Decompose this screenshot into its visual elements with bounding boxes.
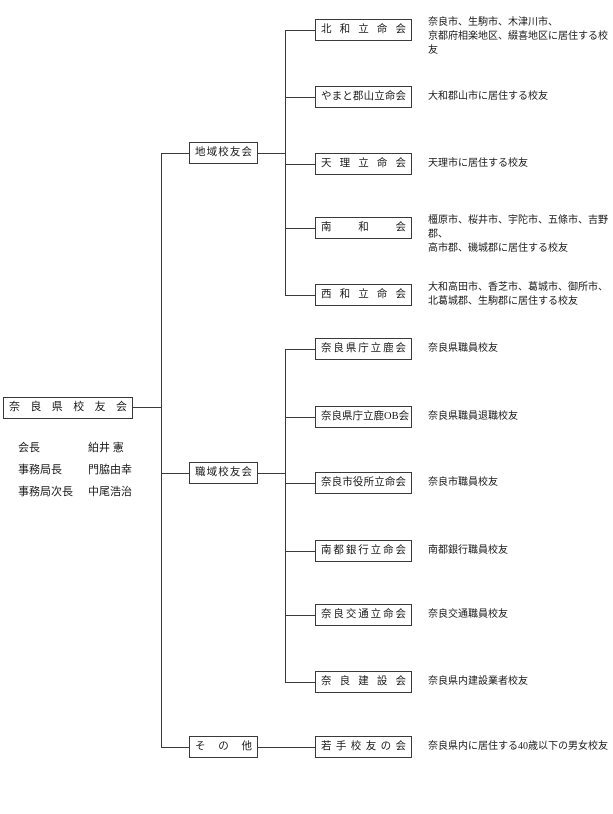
leaf-desc-nanwa: 橿原市、桜井市、宇陀市、五條市、吉野郡、 高市郡、磯城郡に居住する校友: [428, 215, 608, 254]
group-box-occupational: 職域校友会: [189, 462, 258, 484]
officer-row: 事務局長 門脇由幸: [18, 459, 132, 481]
officer-name: 絈井 憲: [88, 442, 124, 454]
connector-occupational-trunk: [285, 349, 286, 683]
connector-leaf-stub: [285, 228, 315, 229]
connector-leaf-stub: [285, 349, 315, 350]
connector-regional-right: [258, 153, 285, 154]
leaf-desc-seiwa: 大和高田市、香芝市、葛城市、御所市、 北葛城郡、生駒郡に居住する校友: [428, 282, 608, 307]
leaf-desc-shiyakusho: 奈良市職員校友: [428, 477, 498, 488]
connector-other-stub: [161, 747, 190, 748]
connector-leaf-stub: [285, 682, 315, 683]
connector-leaf-stub: [285, 30, 315, 31]
officer-title: 会長: [18, 442, 40, 454]
connector-main-trunk: [161, 153, 162, 748]
leaf-box-shiyakusho: 奈良市役所立命会: [315, 472, 412, 494]
leaf-box-nara-kensetsu: 奈良建設会: [315, 671, 412, 693]
connector-leaf-stub: [285, 97, 315, 98]
officer-title: 事務局次長: [18, 486, 73, 498]
leaf-box-nanwa: 南和会: [315, 217, 412, 239]
leaf-desc-tenri: 天理市に居住する校友: [428, 158, 528, 169]
officer-row: 会長 絈井 憲: [18, 437, 132, 459]
connector-other-right: [256, 747, 315, 748]
root-box: 奈良県校友会: [3, 397, 133, 419]
group-box-regional: 地域校友会: [189, 142, 258, 164]
leaf-desc-nanto-bank: 南都銀行職員校友: [428, 545, 508, 556]
leaf-box-seiwa: 西和立命会: [315, 284, 412, 306]
connector-leaf-stub: [285, 417, 315, 418]
connector-leaf-stub: [285, 551, 315, 552]
leaf-box-nara-kotsu: 奈良交通立命会: [315, 604, 412, 626]
officer-name: 門脇由幸: [88, 464, 132, 476]
leaf-box-wakate: 若手校友の会: [315, 736, 412, 758]
connector-root-stub: [133, 407, 161, 408]
officers-list: 会長 絈井 憲 事務局長 門脇由幸 事務局次長 中尾浩治: [18, 437, 132, 503]
leaf-desc-nara-kensetsu: 奈良県内建設業者校友: [428, 676, 528, 687]
connector-leaf-stub: [285, 164, 315, 165]
connector-leaf-stub: [285, 295, 315, 296]
leaf-desc-yamatokoriyama: 大和郡山市に居住する校友: [428, 91, 548, 102]
leaf-desc-wakate: 奈良県内に居住する40歳以下の男女校友: [428, 741, 608, 752]
leaf-desc-hokuwa: 奈良市、生駒市、木津川市、 京都府相楽地区、綴喜地区に居住する校友: [428, 17, 608, 56]
leaf-box-hokuwa: 北和立命会: [315, 19, 412, 41]
leaf-desc-nara-kotsu: 奈良交通職員校友: [428, 609, 508, 620]
leaf-box-yamatokoriyama: やまと郡山立命会: [315, 86, 412, 108]
connector-regional-stub: [161, 153, 189, 154]
connector-regional-trunk: [285, 30, 286, 296]
officer-row: 事務局次長 中尾浩治: [18, 481, 132, 503]
leaf-box-kencho-ob: 奈良県庁立鹿OB会: [315, 406, 412, 428]
connector-leaf-stub: [285, 483, 315, 484]
officer-title: 事務局長: [18, 464, 62, 476]
leaf-desc-kencho: 奈良県職員校友: [428, 343, 498, 354]
leaf-box-tenri: 天理立命会: [315, 153, 412, 175]
leaf-desc-kencho-ob: 奈良県職員退職校友: [428, 411, 518, 422]
officer-name: 中尾浩治: [88, 486, 132, 498]
connector-occupational-stub: [161, 473, 189, 474]
connector-leaf-stub: [285, 615, 315, 616]
leaf-box-kencho: 奈良県庁立鹿会: [315, 338, 412, 360]
leaf-box-nanto-bank: 南都銀行立命会: [315, 540, 412, 562]
group-box-other: その他: [189, 736, 258, 758]
connector-occupational-right: [258, 473, 285, 474]
